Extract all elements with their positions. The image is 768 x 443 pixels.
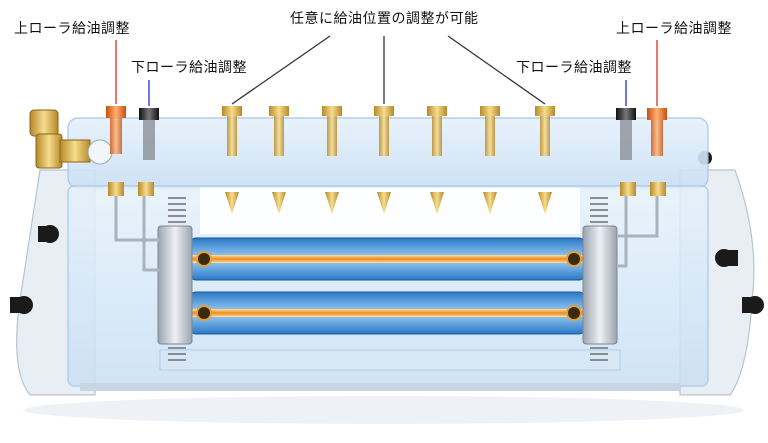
lower-right-adjust-screw	[616, 108, 636, 160]
nozzle-4	[374, 106, 394, 214]
base-shadow	[24, 396, 744, 424]
side-fittings	[108, 182, 666, 196]
right-knob-lower-shaft	[742, 297, 756, 313]
center-adjust-label: 任意に給油位置の調整が可能	[290, 11, 479, 27]
right-spring-bottom	[590, 347, 608, 361]
nozzle-6	[480, 106, 500, 214]
bearing-blocks	[157, 225, 618, 345]
right-knob-upper-shaft	[724, 250, 738, 266]
lower-shaft-end-right	[566, 305, 582, 321]
upper-left-adjust-screw	[106, 106, 126, 154]
center-pointer-right	[447, 35, 546, 105]
callout-lines	[115, 35, 658, 106]
nozzle-3	[322, 106, 342, 214]
lower-roller-shaft	[180, 309, 590, 317]
right-tube-upper	[618, 196, 659, 238]
right-tube-lower	[618, 196, 628, 268]
center-pointer-left	[231, 35, 331, 105]
left-bearing-block	[157, 225, 193, 345]
nozzle-2	[269, 106, 289, 214]
left-knob-upper-shaft	[38, 226, 52, 242]
nozzle-5	[427, 106, 447, 214]
right-bearing-block	[582, 225, 618, 345]
lower-left-adjust-screw	[139, 108, 159, 160]
lower-roller-oil-label-right: 下ローラ給油調整	[516, 60, 632, 76]
center-nozzles	[222, 106, 555, 214]
lower-shaft-end-left	[196, 305, 212, 321]
upper-shaft-end-right	[566, 251, 582, 267]
nozzle-1	[222, 106, 242, 214]
upper-roller-shaft	[180, 255, 590, 263]
left-tube-lower	[142, 196, 160, 272]
left-spring	[168, 197, 186, 223]
right-spring	[590, 197, 608, 223]
upper-roller-oil-label-right: 上ローラ給油調整	[616, 21, 732, 37]
springs	[168, 197, 608, 361]
brass-inlet-fitting	[29, 109, 113, 169]
main-frame	[67, 117, 709, 391]
upper-right-adjust-screw	[647, 108, 667, 156]
upper-shaft-end-left	[196, 251, 212, 267]
lower-roller-oil-label-left: 下ローラ給油調整	[131, 60, 247, 76]
upper-roller-oil-label-left: 上ローラ給油調整	[14, 21, 130, 37]
adjustment-screws	[106, 106, 667, 160]
left-knob-lower-shaft	[10, 297, 24, 313]
oil-tubes	[114, 196, 659, 272]
left-spring-bottom	[168, 347, 186, 361]
nozzle-7	[535, 106, 555, 214]
